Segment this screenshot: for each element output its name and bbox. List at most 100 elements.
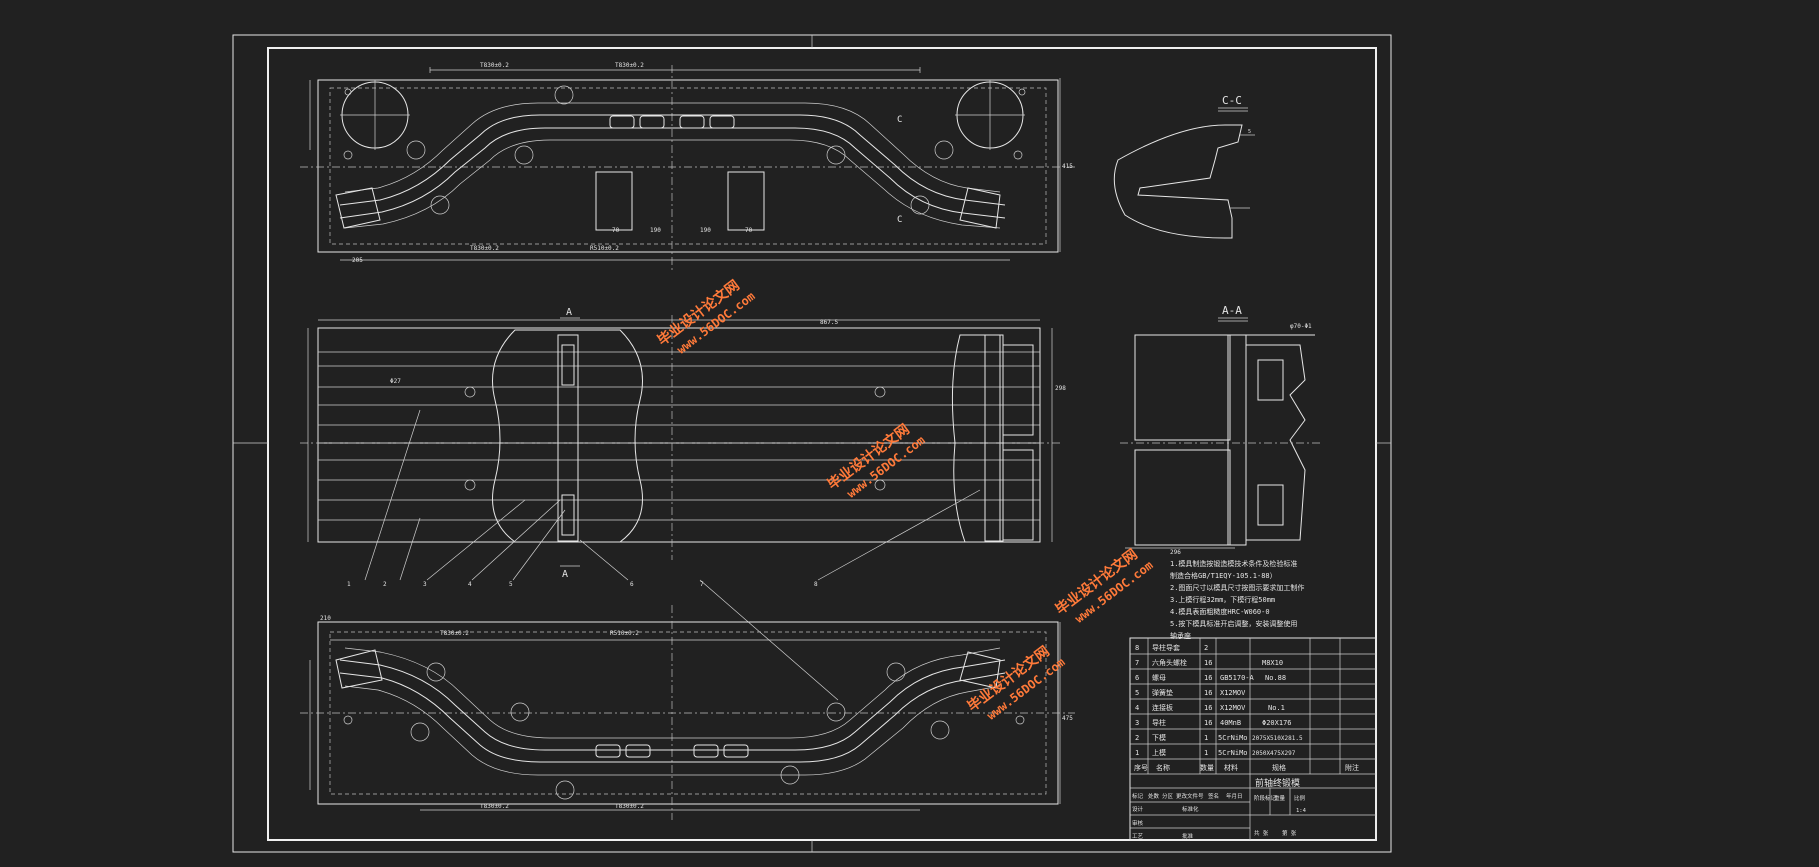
svg-text:Φ27: Φ27 [390,378,401,385]
svg-text:共 张: 共 张 [1254,829,1269,837]
svg-text:X12MOV: X12MOV [1220,704,1246,712]
svg-text:205: 205 [352,257,363,264]
svg-text:T830±0.2: T830±0.2 [440,630,469,637]
svg-text:规格: 规格 [1272,763,1286,772]
section-aa-label: A-A [1222,304,1242,317]
watermark-4: 毕业设计论文网 www.56DOC.com [1052,546,1155,626]
note-3: 3.上模行程32mm，下模行程50mm [1170,595,1275,604]
svg-text:R510±0.2: R510±0.2 [610,630,639,637]
svg-text:分区: 分区 [1162,792,1174,800]
watermarks: 毕业设计论文网 www.56DOC.com 毕业设计论文网 www.56DOC.… [654,277,1155,723]
svg-text:298: 298 [1055,385,1066,392]
svg-text:No.1: No.1 [1268,704,1285,712]
section-aa-view: A-A 296 φ70-Φ1 [1120,304,1320,556]
svg-text:X12MOV: X12MOV [1220,689,1246,697]
svg-text:1:4: 1:4 [1296,808,1307,814]
svg-text:批准: 批准 [1182,832,1194,840]
svg-text:GB5170-A: GB5170-A [1220,674,1255,682]
svg-text:上模: 上模 [1152,748,1166,757]
leader-6: 6 [630,581,634,588]
watermark-1: 毕业设计论文网 www.56DOC.com [654,277,757,357]
svg-text:16: 16 [1204,674,1212,682]
svg-text:下模: 下模 [1152,733,1166,742]
svg-text:415: 415 [1062,163,1073,170]
svg-text:867.5: 867.5 [820,319,838,326]
drawing-title: 前轴终锻模 [1255,777,1300,789]
svg-text:审核: 审核 [1132,819,1144,827]
svg-text:T830±0.2: T830±0.2 [480,62,509,69]
bom-row-3: 3 导柱 16 40MnB Φ20X176 [1135,718,1292,727]
svg-text:更改文件号: 更改文件号 [1176,792,1204,800]
svg-text:3: 3 [1135,719,1139,727]
section-cc-label: C-C [1222,94,1242,107]
svg-text:T830±0.2: T830±0.2 [615,62,644,69]
leader-4: 4 [468,581,472,588]
leader-1: 1 [347,581,351,588]
top-view: T830±0.2 T830±0.2 T830±0.2 R510±0.2 70 19… [300,62,1075,270]
svg-text:70: 70 [612,227,620,234]
leader-2: 2 [383,581,387,588]
section-mark-a-bottom: A [562,569,568,580]
bom-row-6: 6 螺母 16 GB5170-A No.88 [1135,673,1286,682]
svg-text:螺母: 螺母 [1152,673,1166,682]
svg-text:M8X10: M8X10 [1262,659,1283,667]
svg-text:8: 8 [1135,644,1139,652]
svg-text:1: 1 [1204,749,1208,757]
svg-text:4: 4 [1135,704,1139,712]
front-view: A A 867.5 298 Φ27 1 2 3 4 5 6 7 8 [300,307,1066,701]
svg-text:Φ20X176: Φ20X176 [1262,719,1292,727]
svg-text:2050X475X297: 2050X475X297 [1252,750,1296,757]
svg-text:签名: 签名 [1208,792,1219,800]
svg-text:40MnB: 40MnB [1220,719,1241,727]
svg-text:比例: 比例 [1294,794,1306,802]
leader-8: 8 [814,581,818,588]
note-1b: 制造合格GB/T1EQY-105.1-88） [1170,571,1277,580]
bom-header: 序号名称数量材料规格附注 [1134,763,1359,772]
svg-text:6: 6 [1135,674,1139,682]
svg-text:T830±0.2: T830±0.2 [480,803,509,810]
bottom-view: T830±0.2 R510±0.2 T830±0.2 T830±0.2 475 … [300,605,1075,820]
section-mark-c-top: C [897,115,902,125]
svg-text:T830±0.2: T830±0.2 [615,803,644,810]
svg-text:重量: 重量 [1274,794,1286,802]
svg-text:16: 16 [1204,719,1212,727]
svg-text:阶段标记: 阶段标记 [1254,794,1277,802]
svg-text:标记: 标记 [1132,792,1144,800]
section-mark-a-top: A [566,307,572,318]
svg-text:年月日: 年月日 [1226,792,1243,800]
note-6: 轴承座 [1170,631,1191,640]
note-5: 5.按下模具标准开启调整，安装调整使用 [1170,619,1297,628]
svg-text:70: 70 [745,227,753,234]
svg-text:296: 296 [1170,549,1181,556]
svg-text:处数: 处数 [1148,792,1160,800]
svg-text:5: 5 [1248,129,1251,135]
svg-text:设计: 设计 [1132,805,1144,813]
svg-text:R510±0.2: R510±0.2 [590,245,619,252]
svg-text:连接板: 连接板 [1152,703,1173,712]
svg-text:5CrNiMo: 5CrNiMo [1218,734,1248,742]
watermark-2: 毕业设计论文网 www.56DOC.com [824,421,927,501]
note-4: 4.模具表面粗糙度HRC-W060-0 [1170,607,1270,616]
leader-5: 5 [509,581,513,588]
svg-text:附注: 附注 [1345,763,1359,772]
svg-text:No.88: No.88 [1265,674,1286,682]
leader-7: 7 [700,581,704,588]
svg-text:弹簧垫: 弹簧垫 [1152,688,1173,697]
inner-frame [267,47,1377,841]
svg-text:2: 2 [1135,734,1139,742]
svg-text:名称: 名称 [1156,763,1170,772]
svg-text:导柱: 导柱 [1152,718,1166,727]
svg-text:材料: 材料 [1224,763,1238,772]
note-2: 2.图面尺寸以模具尺寸按图示要求加工制作 [1170,583,1304,592]
svg-text:190: 190 [650,227,661,234]
svg-text:导柱导套: 导柱导套 [1152,643,1180,652]
svg-text:190: 190 [700,227,711,234]
svg-text:T830±0.2: T830±0.2 [470,245,499,252]
svg-text:标准化: 标准化 [1182,805,1199,813]
